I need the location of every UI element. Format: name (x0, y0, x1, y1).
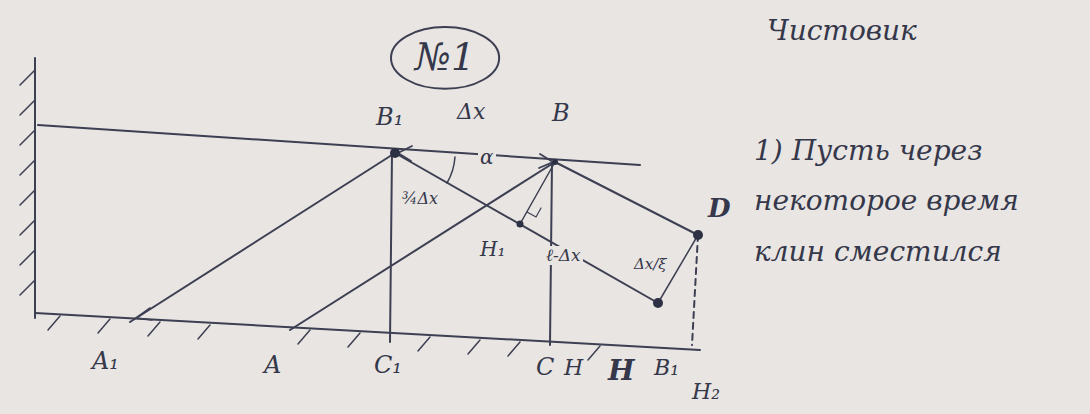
dashed-line (692, 235, 698, 345)
point-label: Δx/ξ (632, 256, 669, 273)
point-label: C₁ (372, 352, 404, 378)
note-text: Чистовик (765, 16, 919, 47)
rod-line (290, 162, 555, 330)
wedge-line (395, 153, 658, 303)
point-label: C (534, 354, 556, 380)
point-label: H₁ (478, 238, 507, 260)
rod-line (130, 153, 395, 322)
point-label: H (606, 356, 636, 387)
point-label: D (706, 194, 733, 223)
point-dot (552, 159, 558, 165)
point-label: ℓ-Δx (544, 246, 583, 265)
number-label: №1 (415, 37, 475, 79)
point-dot (653, 298, 663, 308)
arrow-head (539, 154, 553, 168)
circled-number: №1 (389, 25, 501, 91)
arrow-head (398, 146, 412, 161)
point-label: Δx (455, 100, 487, 124)
wedge-line (555, 162, 698, 235)
perpendicular-line (520, 162, 555, 224)
point-label: α (478, 146, 496, 168)
point-label: B₁ (652, 356, 681, 380)
point-label: A (262, 352, 283, 378)
point-label: B (550, 100, 572, 126)
wall-line (34, 58, 36, 318)
point-label: A₁ (90, 348, 121, 374)
point-dot (693, 230, 703, 240)
angle-arc (447, 157, 455, 183)
arrow-head (136, 308, 152, 320)
ellipse-shape (391, 27, 499, 89)
point-dot (390, 148, 400, 158)
wall-hatching (20, 70, 35, 295)
point-dot (517, 221, 524, 228)
point-label: H₂ (690, 380, 722, 404)
note-text: 1) Пусть через некоторое время клин смес… (752, 126, 1026, 277)
point-label: H (562, 356, 585, 380)
right-angle-mark (527, 208, 541, 217)
point-label: ¾Δx (400, 190, 440, 208)
vertical-line (390, 153, 392, 342)
point-label: B₁ (374, 104, 405, 130)
